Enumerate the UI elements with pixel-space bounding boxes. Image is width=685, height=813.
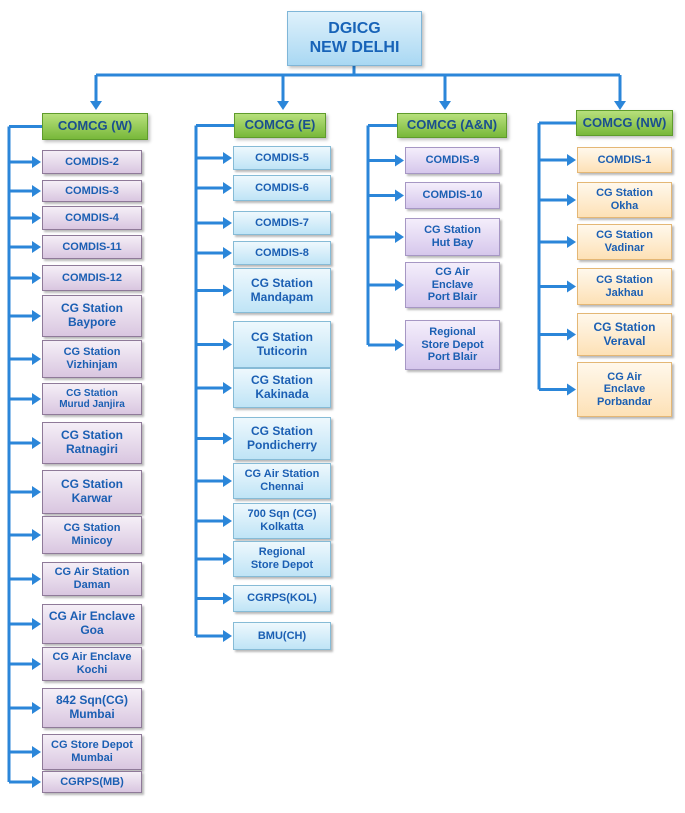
unit-node-700-sqn-cg-kolkatta: 700 Sqn (CG) Kolkatta	[233, 503, 331, 539]
branch-arrow-nw-0	[567, 154, 576, 166]
branch-arrow-w-2	[32, 212, 41, 224]
branch-arrow-e-5	[223, 338, 232, 351]
command-node-comcg-a-n: COMCG (A&N)	[397, 113, 507, 138]
branch-arrow-w-9	[32, 486, 41, 498]
unit-node-cg-station-murud-janjira: CG Station Murud Janjira	[42, 383, 142, 415]
branch-arrow-w-15	[32, 746, 41, 758]
branch-arrow-nw-5	[567, 383, 576, 396]
branch-arrow-nw-3	[567, 280, 576, 293]
branch-arrow-w-0	[32, 156, 41, 168]
root-subtitle: NEW DELHI	[309, 38, 400, 56]
unit-node-cg-air-enclave-kochi: CG Air Enclave Kochi	[42, 647, 142, 681]
branch-arrow-an-1	[395, 189, 404, 202]
branch-arrow-e-10	[223, 553, 232, 565]
branch-arrow-an-3	[395, 279, 404, 291]
drop-arrow-2	[439, 101, 451, 110]
unit-node-cg-station-hut-bay: CG Station Hut Bay	[405, 218, 500, 256]
unit-node-comdis-8: COMDIS-8	[233, 241, 331, 265]
drop-arrow-1	[277, 101, 289, 110]
unit-node-bmu-ch: BMU(CH)	[233, 622, 331, 650]
branch-arrow-e-11	[223, 592, 232, 605]
unit-node-cg-station-minicoy: CG Station Minicoy	[42, 516, 142, 554]
branch-arrow-e-1	[223, 182, 232, 194]
command-node-comcg-nw: COMCG (NW)	[576, 110, 673, 136]
unit-node-cg-station-okha: CG Station Okha	[577, 182, 672, 218]
branch-arrow-e-4	[223, 284, 232, 297]
branch-arrow-e-9	[223, 515, 232, 527]
command-node-comcg-e: COMCG (E)	[234, 113, 326, 138]
branch-arrow-an-4	[395, 339, 404, 351]
unit-node-comdis-1: COMDIS-1	[577, 147, 672, 173]
branch-arrow-an-0	[395, 154, 404, 167]
branch-arrow-w-4	[32, 272, 41, 284]
drop-arrow-3	[614, 101, 626, 110]
branch-arrow-w-6	[32, 353, 41, 365]
unit-node-regional-store-depot: Regional Store Depot	[233, 541, 331, 577]
unit-node-cg-station-jakhau: CG Station Jakhau	[577, 268, 672, 305]
branch-arrow-w-3	[32, 241, 41, 253]
unit-node-comdis-10: COMDIS-10	[405, 182, 500, 209]
unit-node-cg-store-depot-mumbai: CG Store Depot Mumbai	[42, 734, 142, 770]
branch-arrow-nw-2	[567, 236, 576, 248]
branch-arrow-e-6	[223, 382, 232, 394]
unit-node-cg-air-enclave-port-blair: CG Air Enclave Port Blair	[405, 262, 500, 308]
unit-node-cg-station-karwar: CG Station Karwar	[42, 470, 142, 514]
unit-node-cg-station-kakinada: CG Station Kakinada	[233, 368, 331, 408]
branch-arrow-w-11	[32, 573, 41, 585]
unit-node-comdis-11: COMDIS-11	[42, 235, 142, 259]
branch-arrow-e-12	[223, 630, 232, 642]
unit-node-comdis-3: COMDIS-3	[42, 180, 142, 202]
branch-arrow-w-8	[32, 437, 41, 449]
branch-arrow-nw-1	[567, 194, 576, 206]
branch-arrow-w-12	[32, 618, 41, 630]
branch-arrow-w-16	[32, 776, 41, 788]
unit-node-cg-station-vadinar: CG Station Vadinar	[577, 224, 672, 260]
unit-node-comdis-9: COMDIS-9	[405, 147, 500, 174]
unit-node-comdis-5: COMDIS-5	[233, 146, 331, 170]
unit-node-cg-air-enclave-porbandar: CG Air Enclave Porbandar	[577, 362, 672, 417]
unit-node-comdis-6: COMDIS-6	[233, 175, 331, 201]
unit-node-cg-air-enclave-goa: CG Air Enclave Goa	[42, 604, 142, 644]
unit-node-regional-store-depot-port-blair: Regional Store Depot Port Blair	[405, 320, 500, 370]
unit-node-comdis-4: COMDIS-4	[42, 206, 142, 230]
unit-node-cgrps-mb: CGRPS(MB)	[42, 771, 142, 793]
branch-arrow-e-7	[223, 432, 232, 445]
unit-node-comdis-7: COMDIS-7	[233, 211, 331, 235]
branch-arrow-e-8	[223, 475, 232, 487]
unit-node-cg-station-mandapam: CG Station Mandapam	[233, 268, 331, 313]
unit-node-comdis-12: COMDIS-12	[42, 265, 142, 291]
unit-node-cg-station-pondicherry: CG Station Pondicherry	[233, 417, 331, 460]
branch-arrow-nw-4	[567, 328, 576, 341]
unit-node-cg-air-station-daman: CG Air Station Daman	[42, 562, 142, 596]
branch-arrow-an-2	[395, 231, 404, 243]
unit-node-cg-station-ratnagiri: CG Station Ratnagiri	[42, 422, 142, 464]
root-title: DGICG	[328, 20, 381, 38]
unit-node-cg-station-veraval: CG Station Veraval	[577, 313, 672, 356]
branch-arrow-w-5	[32, 310, 41, 322]
unit-node-cg-air-station-chennai: CG Air Station Chennai	[233, 463, 331, 499]
branch-arrow-w-10	[32, 529, 41, 541]
drop-arrow-0	[90, 101, 102, 110]
command-node-comcg-w: COMCG (W)	[42, 113, 148, 140]
unit-node-842-sqn-cg-mumbai: 842 Sqn(CG) Mumbai	[42, 688, 142, 728]
branch-arrow-w-1	[32, 185, 41, 197]
unit-node-cg-station-vizhinjam: CG Station Vizhinjam	[42, 340, 142, 378]
branch-arrow-e-3	[223, 247, 232, 259]
unit-node-cg-station-tuticorin: CG Station Tuticorin	[233, 321, 331, 368]
root-node-dgicg: DGICG NEW DELHI	[287, 11, 422, 66]
branch-arrow-w-7	[32, 393, 41, 405]
branch-arrow-e-2	[223, 217, 232, 229]
branch-arrow-w-13	[32, 658, 41, 670]
branch-arrow-w-14	[32, 702, 41, 714]
branch-arrow-e-0	[223, 152, 232, 164]
unit-node-comdis-2: COMDIS-2	[42, 150, 142, 174]
unit-node-cgrps-kol: CGRPS(KOL)	[233, 585, 331, 612]
unit-node-cg-station-baypore: CG Station Baypore	[42, 295, 142, 337]
